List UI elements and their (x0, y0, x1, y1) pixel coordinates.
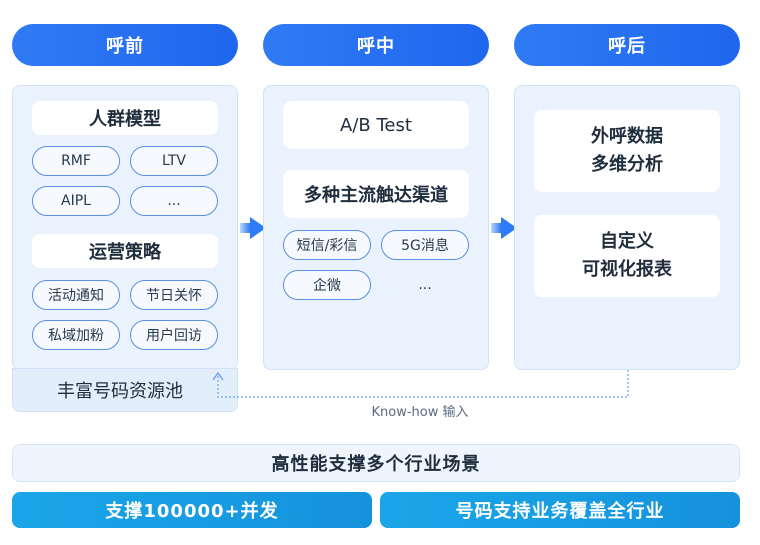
stage-header-pre-label: 呼前 (106, 36, 144, 57)
tag-private-fans-text: 私域加粉 (48, 328, 104, 344)
industry-coverage-bar-text: 号码支持业务覆盖全行业 (455, 501, 665, 522)
tag-private-fans: 私域加粉 (32, 320, 120, 350)
data-analysis-card: 外呼数据 多维分析 (534, 110, 720, 192)
tag-holiday-care: 节日关怀 (130, 280, 218, 310)
concurrency-bar-text: 支撑100000+并发 (105, 501, 279, 522)
tag-aipl: AIPL (32, 186, 120, 216)
knowhow-label-text: Know-how 输入 (371, 405, 469, 420)
number-pool-label: 丰富号码资源池 (57, 381, 183, 402)
custom-report-card: 自定义 可视化报表 (534, 215, 720, 297)
feedback-connector (212, 370, 629, 398)
arrow-stem-2 (491, 223, 501, 233)
tag-wecom: 企微 (283, 270, 371, 300)
concurrency-bar: 支撑100000+并发 (12, 492, 372, 528)
industry-coverage-bar: 号码支持业务覆盖全行业 (380, 492, 740, 528)
ab-test-card: A/B Test (283, 101, 469, 149)
stage-header-post-label: 呼后 (608, 36, 646, 57)
data-analysis-line2: 多维分析 (591, 154, 663, 175)
ab-test-text: A/B Test (340, 114, 412, 136)
data-analysis-line1: 外呼数据 (591, 126, 663, 147)
tag-5g-text: 5G消息 (401, 238, 449, 254)
ops-strategy-title-text: 运营策略 (89, 242, 161, 263)
tag-activity-notice-text: 活动通知 (48, 288, 104, 304)
performance-bar: 高性能支撑多个行业场景 (12, 444, 740, 482)
tag-aipl-text: AIPL (61, 193, 91, 209)
tag-rmf-text: RMF (61, 153, 91, 169)
stage-header-post: 呼后 (514, 24, 740, 66)
tag-ltv-text: LTV (161, 153, 186, 169)
stage-header-during-label: 呼中 (357, 36, 395, 57)
arrow-right-icon-2 (501, 217, 517, 239)
tag-user-revisit: 用户回访 (130, 320, 218, 350)
performance-bar-text: 高性能支撑多个行业场景 (271, 454, 481, 475)
tag-sms-text: 短信/彩信 (296, 238, 358, 254)
knowhow-label: Know-how 输入 (330, 401, 510, 420)
tag-wecom-text: 企微 (313, 278, 341, 294)
tag-activity-notice: 活动通知 (32, 280, 120, 310)
custom-report-line2: 可视化报表 (582, 259, 672, 280)
number-pool: 丰富号码资源池 (12, 368, 238, 412)
ops-strategy-title: 运营策略 (32, 234, 218, 268)
tag-more-model: ... (130, 186, 218, 216)
arrow-stem-1 (240, 223, 250, 233)
tag-more-channels: ... (381, 270, 469, 300)
crowd-model-title-text: 人群模型 (89, 109, 161, 130)
tag-user-revisit-text: 用户回访 (146, 328, 202, 344)
crowd-model-title: 人群模型 (32, 101, 218, 135)
tag-more-channels-text: ... (418, 277, 432, 293)
tag-holiday-care-text: 节日关怀 (146, 288, 202, 304)
tag-ltv: LTV (130, 146, 218, 176)
tag-sms: 短信/彩信 (283, 230, 371, 260)
stage-header-pre: 呼前 (12, 24, 238, 66)
tag-rmf: RMF (32, 146, 120, 176)
custom-report-line1: 自定义 (600, 231, 654, 252)
tag-more-model-text: ... (167, 193, 181, 209)
channels-title-text: 多种主流触达渠道 (304, 185, 448, 206)
arrow-right-icon (250, 217, 266, 239)
stage-header-during: 呼中 (263, 24, 489, 66)
channels-title: 多种主流触达渠道 (283, 170, 469, 218)
tag-5g: 5G消息 (381, 230, 469, 260)
